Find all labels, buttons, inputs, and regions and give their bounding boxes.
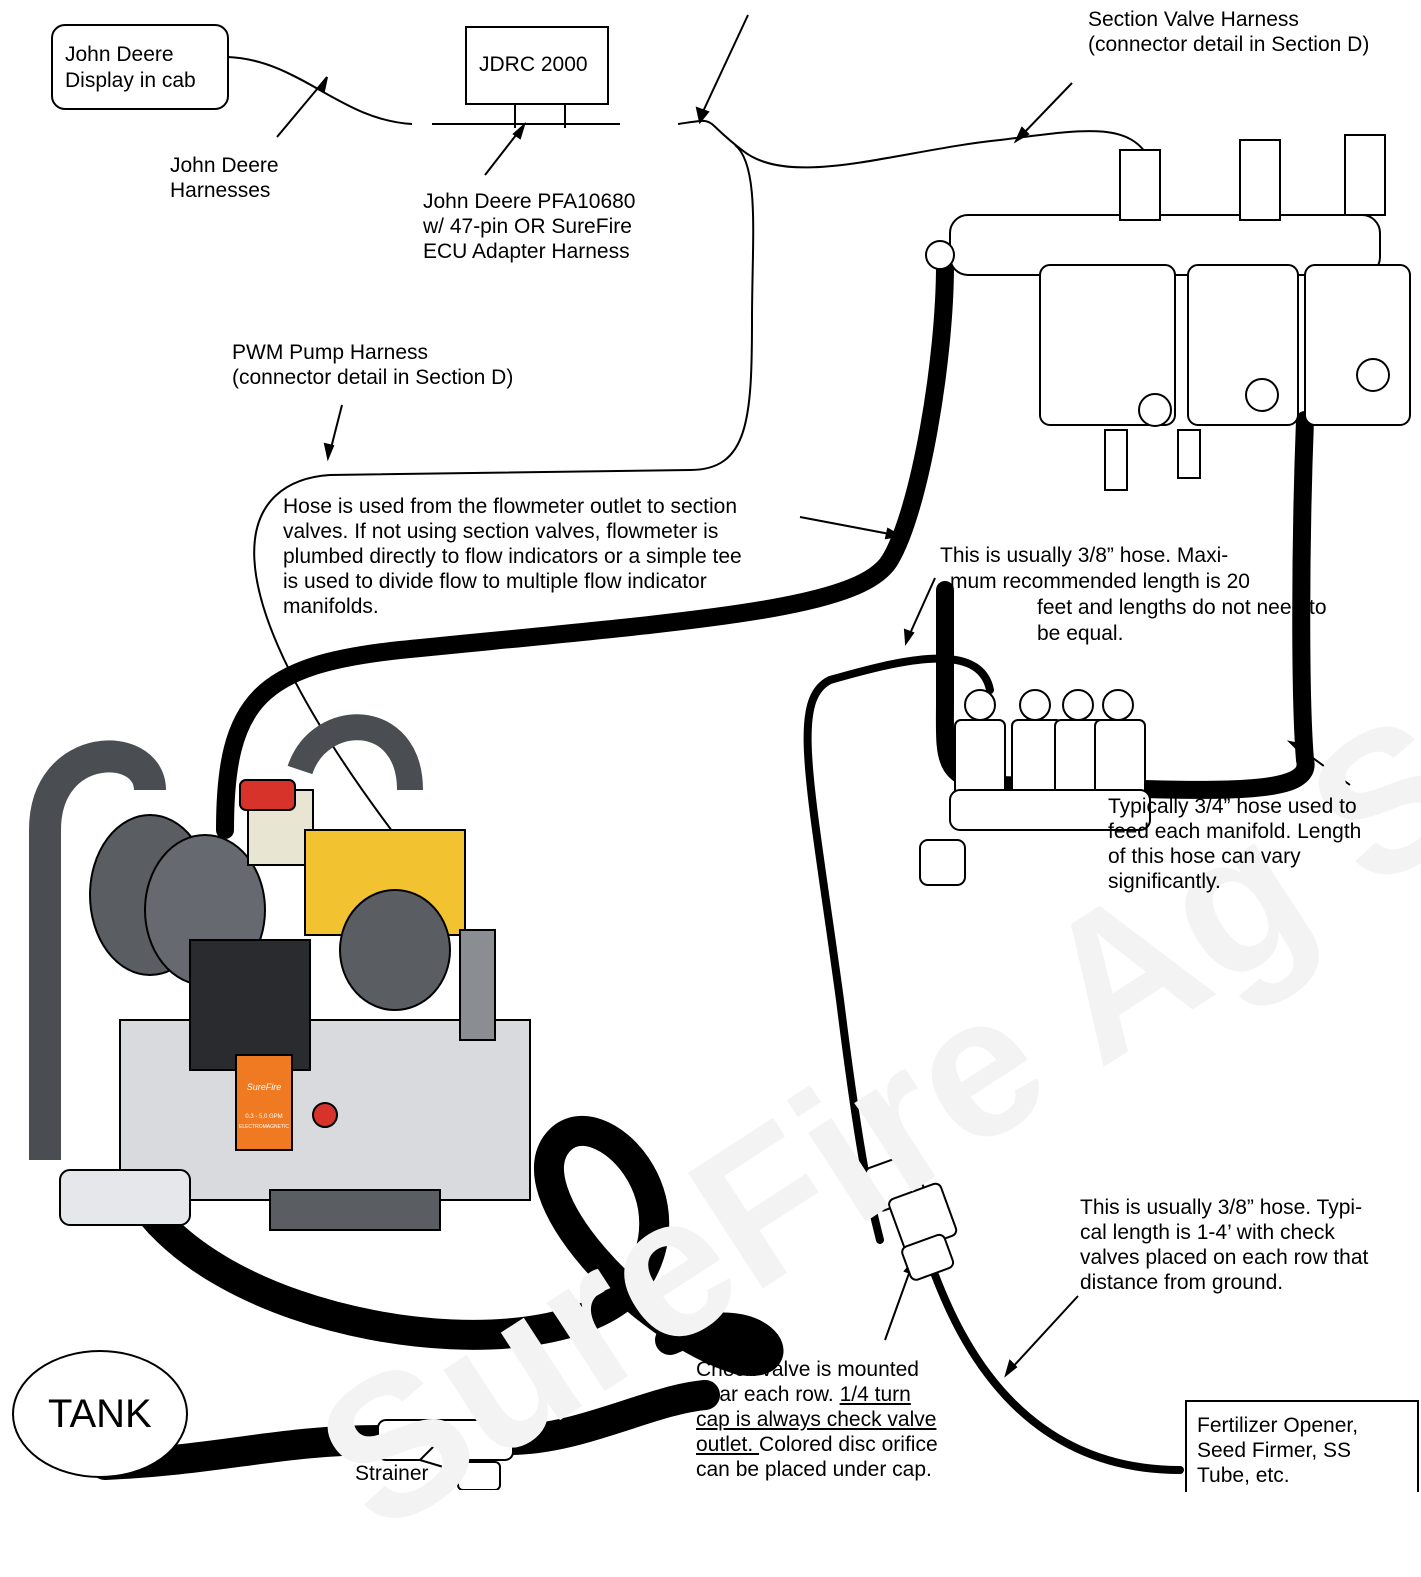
check-valve-line4-text: Colored disc orifice xyxy=(759,1433,938,1456)
check-valve-line2-text: near each row. xyxy=(696,1383,840,1406)
display-label-line1: John Deere xyxy=(65,43,174,66)
hose-38-manifold-line4: be equal. xyxy=(1037,622,1124,645)
hose-strainer-out xyxy=(495,1380,720,1455)
flowmeter-type: ELECTROMAGNETIC xyxy=(239,1124,289,1130)
opener-line1: Fertilizer Opener, xyxy=(1197,1414,1359,1437)
jd-harnesses-line1: John Deere xyxy=(170,154,279,177)
adapter-line1: John Deere PFA10680 xyxy=(423,190,636,213)
jdrc-label: JDRC 2000 xyxy=(479,53,588,76)
hose-38-check xyxy=(931,1271,1184,1474)
hose-34-line2: feed each manifold. Length xyxy=(1108,820,1362,843)
display-label-line2: Display in cab xyxy=(65,69,196,92)
hose-flowmeter-line3: plumbed directly to flow indicators or a… xyxy=(283,545,742,568)
opener-line2: Seed Firmer, SS xyxy=(1197,1439,1352,1462)
hose-38-manifold-line2: mum recommended length is 20 xyxy=(950,570,1250,593)
opener-line3: Tube, etc. xyxy=(1197,1464,1290,1487)
pwm-pump-line2: (connector detail in Section D) xyxy=(232,366,514,389)
jd-harnesses-line2: Harnesses xyxy=(170,179,271,202)
check-valve-line3: cap is always check valve xyxy=(696,1408,936,1432)
check-valve-line5: can be placed under cap. xyxy=(696,1458,932,1481)
check-valve-line4: outlet. Colored disc orifice xyxy=(696,1433,938,1457)
hose-38-check-line2: cal length is 1-4’ with check xyxy=(1080,1221,1335,1244)
adapter-line3: ECU Adapter Harness xyxy=(423,240,630,263)
flow-indicator-manifold xyxy=(919,689,1151,886)
check-valve xyxy=(864,1153,958,1281)
jdrc-box: JDRC 2000 xyxy=(465,26,609,105)
section-valve-line2: (connector detail in Section D) xyxy=(1088,33,1370,56)
hose-flowmeter-line5: manifolds. xyxy=(283,595,379,618)
strainer-label: Strainer xyxy=(355,1462,429,1485)
hose-34-line4: significantly. xyxy=(1108,870,1221,893)
pwm-pump-line1: PWM Pump Harness xyxy=(232,341,429,364)
hose-34-line1: Typically 3/4” hose used to xyxy=(1108,795,1357,818)
flowmeter-brand: SureFire xyxy=(247,1082,282,1092)
pump-assembly: SureFire 0.3 - 5.0 GPM ELECTROMAGNETIC xyxy=(29,714,531,1231)
hoses xyxy=(90,256,1315,1480)
check-valve-line2: near each row. 1/4 turn xyxy=(696,1383,911,1407)
hose-flowmeter-line4: is used to divide flow to multiple flow … xyxy=(283,570,707,593)
tank-outline xyxy=(12,1350,188,1478)
hose-flowmeter-line2: valves. If not using section valves, flo… xyxy=(283,520,719,543)
hose-flowmeter-line1: Hose is used from the flowmeter outlet t… xyxy=(283,495,738,518)
harness-wires xyxy=(227,56,1151,881)
hose-38-manifold-line3: feet and lengths do not need to xyxy=(1037,596,1327,619)
hose-38-manifold xyxy=(803,654,994,1244)
check-valve-line1: Check valve is mounted xyxy=(696,1358,919,1381)
check-valve-line4-underline: outlet. xyxy=(696,1433,760,1456)
hose-38-check-line4: distance from ground. xyxy=(1080,1271,1284,1294)
check-valve-line3-underline: cap is always check valve xyxy=(696,1408,937,1431)
hose-34-line3: of this hose can vary xyxy=(1108,845,1301,868)
plumbing-wiring-diagram: SureFire 0.3 - 5.0 GPM ELECTROMAGNETIC xyxy=(12,14,1411,1490)
hose-suction xyxy=(115,1116,784,1376)
strainer xyxy=(377,1419,514,1490)
tank-label: TANK xyxy=(48,1392,152,1436)
hose-38-check-line1: This is usually 3/8” hose. Typi- xyxy=(1080,1196,1363,1219)
hose-flowmeter-to-valves xyxy=(216,256,954,839)
flowmeter-range: 0.3 - 5.0 GPM xyxy=(245,1114,282,1120)
check-valve-line2-underline: 1/4 turn xyxy=(839,1383,911,1406)
section-valve-line1: Section Valve Harness xyxy=(1088,8,1299,31)
adapter-line2: w/ 47-pin OR SureFire xyxy=(423,215,632,238)
display-box: John Deere Display in cab xyxy=(51,24,229,110)
hose-38-manifold-line1: This is usually 3/8” hose. Maxi- xyxy=(940,544,1229,567)
hose-38-check-line3: valves placed on each row that xyxy=(1080,1246,1369,1269)
section-valve-assembly xyxy=(925,134,1411,491)
opener-box: Fertilizer Opener, Seed Firmer, SS Tube,… xyxy=(1185,1400,1419,1492)
